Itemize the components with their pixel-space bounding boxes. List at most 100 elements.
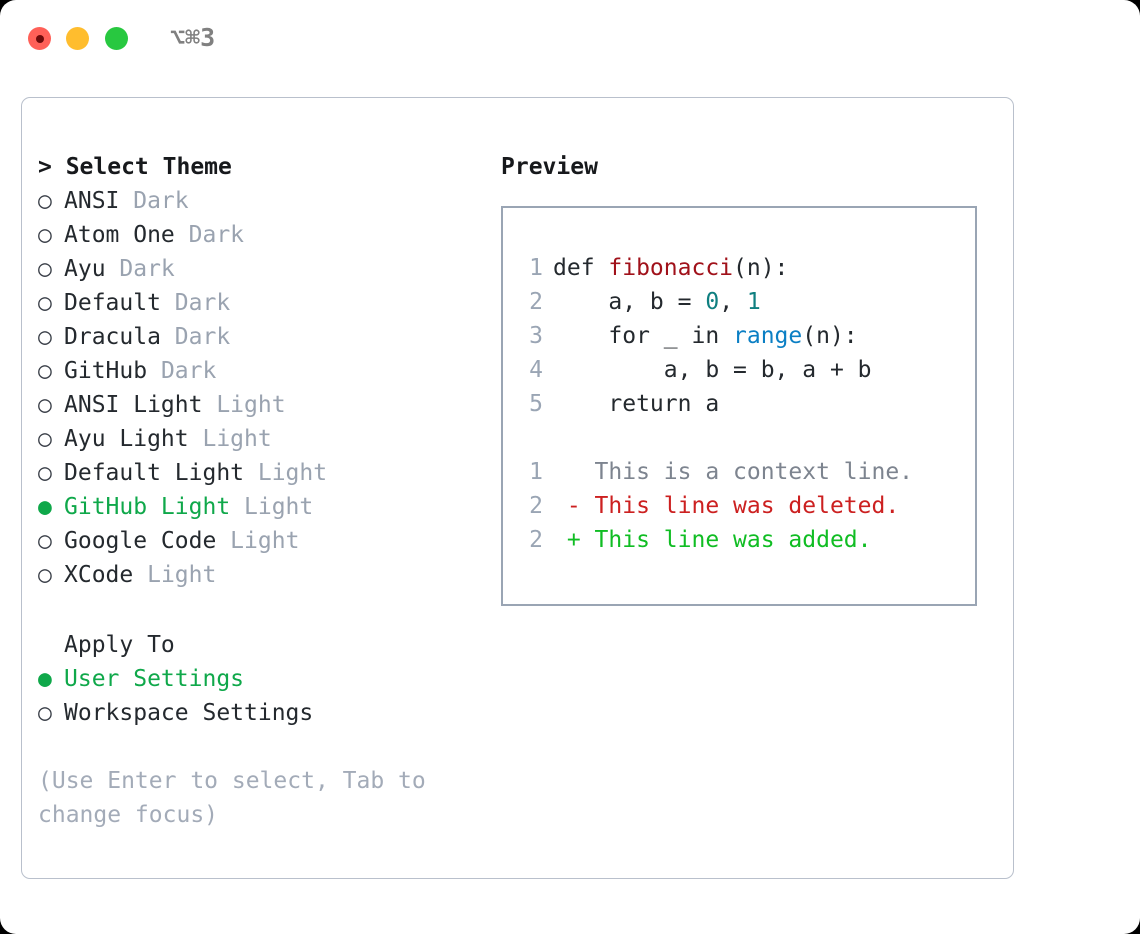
code-token: (n): <box>733 255 789 281</box>
code-line: 2 a, b = 0, 1 <box>515 285 967 319</box>
keyboard-hint-text: (Use Enter to select, Tab to change focu… <box>38 768 426 828</box>
radio-unselected-icon: ○ <box>38 222 52 248</box>
code-token: , <box>719 289 747 315</box>
preview-title: Preview <box>501 154 598 180</box>
theme-variant-label: Dark <box>105 256 175 282</box>
theme-list-item[interactable]: ○Ayu Dark <box>38 252 478 286</box>
dialog-frame: > Select Theme ○ANSI Dark○Atom One Dark○… <box>21 97 1014 879</box>
code-line: 5 return a <box>515 387 967 421</box>
radio-unselected-icon: ○ <box>38 392 52 418</box>
theme-list[interactable]: ○ANSI Dark○Atom One Dark○Ayu Dark○Defaul… <box>38 184 478 592</box>
theme-name-label: Ayu <box>64 256 106 282</box>
theme-variant-label: Light <box>230 494 314 520</box>
line-number: 1 <box>529 255 543 281</box>
theme-list-item[interactable]: ● GitHub Light Light <box>38 490 478 524</box>
theme-variant-label: Light <box>202 392 286 418</box>
theme-name-label: Dracula <box>64 324 161 350</box>
theme-name-label: Atom One <box>64 222 175 248</box>
radio-selected-icon: ● <box>38 666 52 692</box>
theme-list-item[interactable]: ○ ANSI Light Light <box>38 388 478 422</box>
theme-selection-pane: > Select Theme ○ANSI Dark○Atom One Dark○… <box>38 150 478 832</box>
theme-variant-label: Dark <box>174 222 245 248</box>
theme-list-item[interactable]: ○ ANSI Dark <box>38 184 478 218</box>
code-line: 1 def fibonacci(n): <box>515 251 967 285</box>
code-token: 0 <box>705 289 720 315</box>
theme-variant-label: Dark <box>119 188 189 214</box>
theme-variant-label: Dark <box>147 358 217 384</box>
close-window-button[interactable] <box>28 27 51 50</box>
theme-list-item[interactable]: ○ GitHub Dark <box>38 354 478 388</box>
code-token: 1 <box>746 289 761 315</box>
radio-unselected-icon: ○ <box>38 358 52 384</box>
keyboard-shortcut-label: ⌥⌘3 <box>170 23 216 52</box>
select-theme-header: > Select Theme <box>38 154 232 180</box>
diff-line-add: 2 + This line was added. <box>515 523 967 557</box>
theme-list-item[interactable]: ○ Google Code Light <box>38 524 478 558</box>
code-token: for _ in <box>553 323 734 349</box>
apply-to-item[interactable]: ● User Settings <box>38 662 478 696</box>
radio-unselected-icon: ○ <box>38 324 52 350</box>
code-token: a, b = b, a + b <box>553 357 872 383</box>
theme-variant-label: Light <box>216 528 300 554</box>
apply-to-header: Apply To <box>64 632 175 658</box>
line-number: 2 <box>529 527 543 553</box>
code-line: 3 for _ in range(n): <box>515 319 967 353</box>
apply-to-label: Workspace Settings <box>64 700 314 726</box>
line-number: 5 <box>529 391 543 417</box>
code-token: return a <box>553 391 720 417</box>
code-token: a, b = <box>553 289 706 315</box>
apply-to-label: User Settings <box>64 666 245 692</box>
radio-unselected-icon: ○ <box>38 188 52 214</box>
theme-name-label: ANSI Light <box>64 392 203 418</box>
theme-list-item[interactable]: ○ Dracula Dark <box>38 320 478 354</box>
code-token: def <box>553 255 609 281</box>
theme-variant-label: Dark <box>160 290 231 316</box>
code-token: fibonacci <box>608 255 734 281</box>
theme-name-label: Default Light <box>64 460 245 486</box>
apply-to-section: Apply To ● User Settings ○ Workspace Settin… <box>38 628 478 730</box>
theme-list-item[interactable]: ○XCode Light <box>38 558 478 592</box>
maximize-window-button[interactable] <box>105 27 128 50</box>
radio-unselected-icon: ○ <box>38 562 52 588</box>
line-number: 2 <box>529 493 543 519</box>
diff-sign: - <box>553 493 595 519</box>
theme-variant-label: Light <box>244 460 328 486</box>
theme-variant-label: Dark <box>160 324 231 350</box>
theme-variant-label: Light <box>188 426 272 452</box>
diff-text: This is a context line. <box>594 459 914 485</box>
diff-text: This line was added. <box>594 527 872 553</box>
radio-selected-icon: ● <box>38 494 52 520</box>
theme-name-label: ANSI <box>64 188 120 214</box>
radio-unselected-icon: ○ <box>38 528 52 554</box>
line-number: 1 <box>529 459 543 485</box>
theme-list-item[interactable]: ○ Atom One Dark <box>38 218 478 252</box>
theme-name-label: Google Code <box>64 528 217 554</box>
apply-to-list[interactable]: ● User Settings ○ Workspace Settings <box>38 662 478 730</box>
radio-unselected-icon: ○ <box>38 460 52 486</box>
code-token: (n): <box>802 323 858 349</box>
diff-line-ctx: 1 This is a context line. <box>515 455 967 489</box>
line-number: 3 <box>529 323 543 349</box>
diff-lines: 1 This is a context line. 2 - This line w… <box>515 455 967 557</box>
theme-name-label: XCode <box>64 562 134 588</box>
apply-to-item[interactable]: ○ Workspace Settings <box>38 696 478 730</box>
line-number: 2 <box>529 289 543 315</box>
minimize-window-button[interactable] <box>66 27 89 50</box>
theme-name-label: GitHub <box>64 358 148 384</box>
theme-name-label: GitHub Light <box>64 494 231 520</box>
theme-name-label: Ayu Light <box>64 426 189 452</box>
theme-list-item[interactable]: ○ Default Light Light <box>38 456 478 490</box>
radio-unselected-icon: ○ <box>38 426 52 452</box>
diff-sign: + <box>553 527 595 553</box>
theme-name-label: Default <box>64 290 161 316</box>
theme-list-item[interactable]: ○ Ayu Light Light <box>38 422 478 456</box>
radio-unselected-icon: ○ <box>38 700 52 726</box>
theme-list-item[interactable]: ○Default Dark <box>38 286 478 320</box>
diff-sign <box>553 459 595 485</box>
line-number: 4 <box>529 357 543 383</box>
